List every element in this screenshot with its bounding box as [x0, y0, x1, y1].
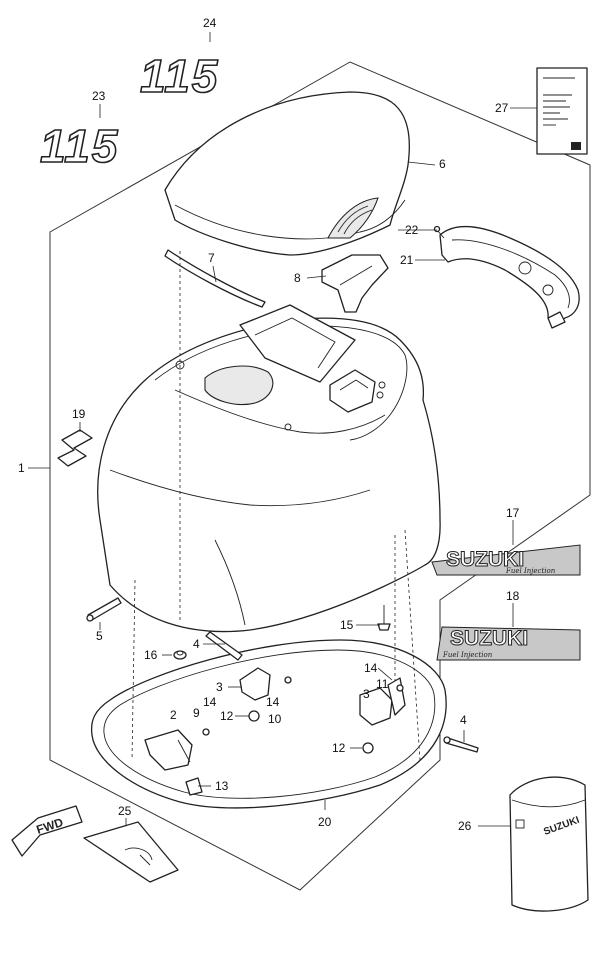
- callout-8: 8: [294, 271, 301, 285]
- suzuki-decal-upper: SUZUKI Fuel Injection: [431, 544, 581, 576]
- screw-12a: [248, 710, 260, 722]
- callout-24: 24: [203, 16, 217, 30]
- callout-1: 1: [18, 461, 25, 475]
- suzuki-decal-lower: SUZUKI Fuel Injection: [436, 626, 581, 661]
- callout-3-left: 3: [216, 680, 223, 694]
- leader-lines: [28, 32, 537, 827]
- screw-15: [377, 605, 391, 631]
- storage-cover: SUZUKI: [509, 776, 589, 912]
- callout-5: 5: [96, 629, 103, 643]
- lever-assembly: [144, 631, 406, 771]
- top-cover: [164, 91, 410, 256]
- suzuki-s-emblem: [57, 429, 93, 467]
- screw-12b: [362, 742, 374, 754]
- callout-14-mid: 14: [266, 695, 280, 709]
- callout-6: 6: [439, 157, 446, 171]
- cover-handle: [439, 225, 580, 329]
- instruction-card: [536, 67, 588, 155]
- cover-bracket: [321, 254, 389, 313]
- callout-20: 20: [318, 815, 332, 829]
- callout-4-right: 4: [460, 713, 467, 727]
- callout-7: 7: [208, 251, 215, 265]
- callout-10: 10: [268, 712, 282, 726]
- callout-3-right: 3: [363, 687, 370, 701]
- callout-15: 15: [340, 618, 354, 632]
- cover-bolt-right: [443, 736, 479, 753]
- callout-2: 2: [170, 708, 177, 722]
- callout-27: 27: [495, 101, 509, 115]
- callout-4-left: 4: [193, 637, 200, 651]
- callout-23: 23: [92, 89, 106, 103]
- cover-bolt-left: [86, 597, 122, 622]
- callout-12-right: 12: [332, 741, 346, 755]
- manual-pouch: [83, 821, 179, 883]
- callout-13: 13: [215, 779, 229, 793]
- callouts: 24 23 27 6 22 7 21 8 19 1 17 18 15 5 4 1…: [18, 16, 520, 833]
- grommet-16: [173, 650, 187, 660]
- callout-12-left: 12: [220, 709, 234, 723]
- callout-25: 25: [118, 804, 132, 818]
- suzuki-decal-upper-script: Fuel Injection: [505, 567, 556, 575]
- decal-115-lower-text: 115: [40, 120, 119, 172]
- callout-26: 26: [458, 819, 472, 833]
- callout-11: 11: [376, 677, 389, 691]
- suzuki-decal-upper-text: SUZUKI: [446, 548, 524, 571]
- callout-9: 9: [193, 706, 200, 720]
- suzuki-decal-lower-text: SUZUKI: [450, 627, 528, 650]
- assembly-frame: [49, 61, 591, 891]
- callout-21: 21: [400, 253, 414, 267]
- callout-22: 22: [405, 223, 419, 237]
- callout-14-left: 14: [203, 695, 217, 709]
- callout-18: 18: [506, 589, 520, 603]
- decal-115-upper-text: 115: [140, 50, 219, 102]
- callout-14-right: 14: [364, 661, 378, 675]
- suzuki-decal-lower-script: Fuel Injection: [442, 651, 493, 659]
- callout-19: 19: [72, 407, 86, 421]
- decal-115-lower: 115: [39, 119, 119, 173]
- engine-cover: [97, 304, 441, 633]
- callout-17: 17: [506, 506, 520, 520]
- clip-13: [185, 777, 203, 796]
- fwd-arrow: FWD: [11, 805, 83, 857]
- decal-115-upper: 115: [139, 49, 219, 103]
- callout-16: 16: [144, 648, 158, 662]
